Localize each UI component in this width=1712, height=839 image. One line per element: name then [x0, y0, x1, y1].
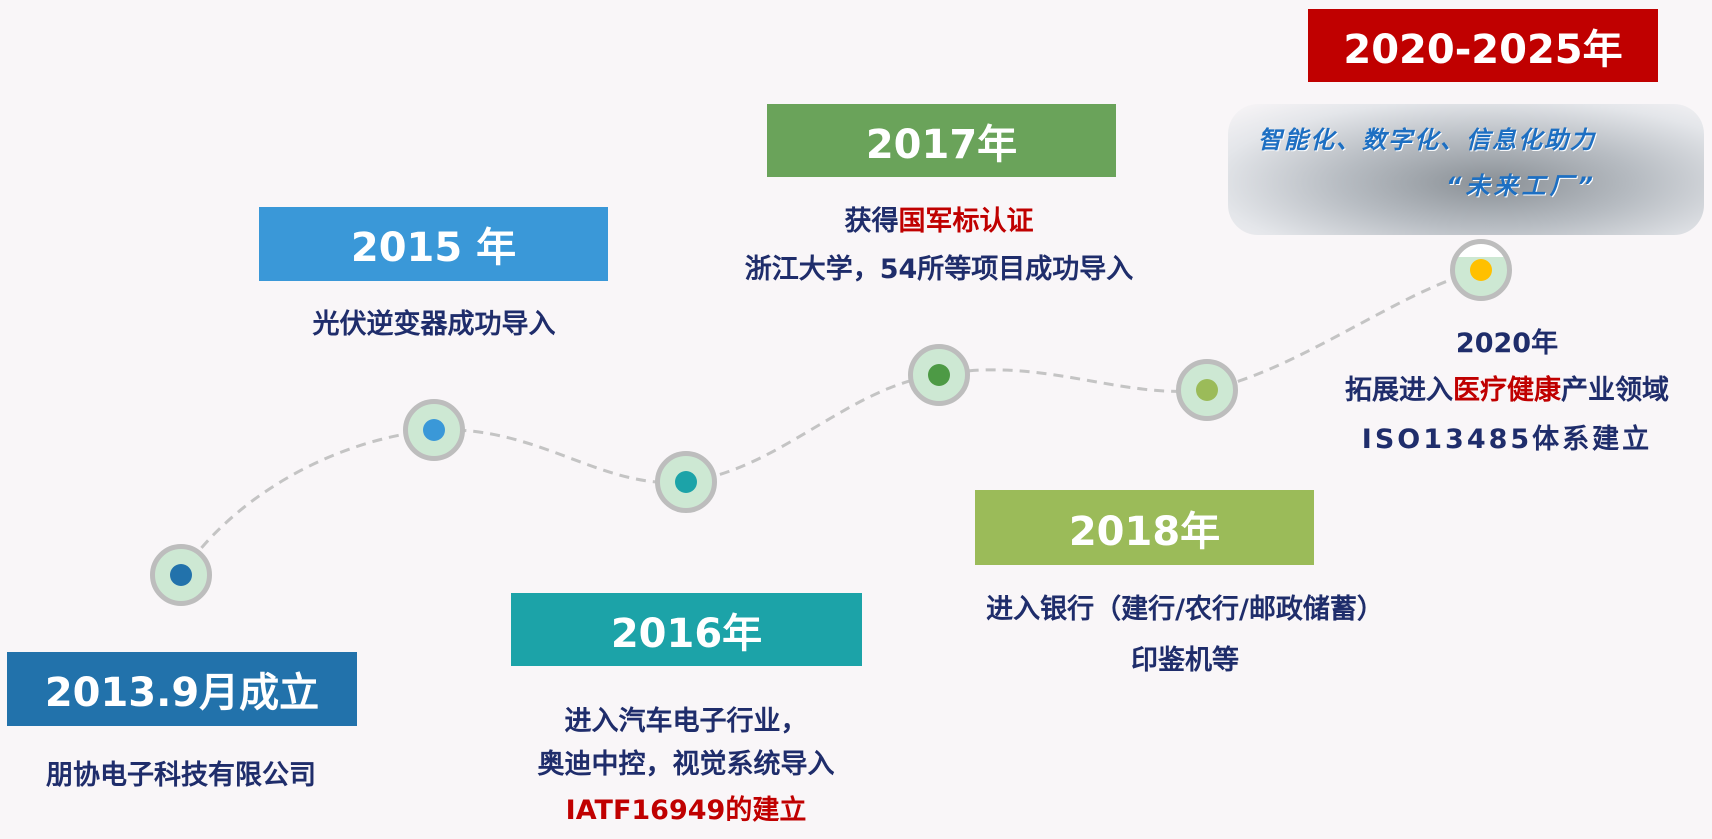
milestone-2016-highlight: IATF16949的建立 — [565, 795, 807, 826]
milestone-2018-text-2: 印鉴机等 — [1131, 645, 1239, 676]
milestone-2015-text: 光伏逆变器成功导入 — [312, 309, 556, 340]
milestone-2017-prefix: 获得 — [844, 206, 899, 237]
milestone-2013-text: 朋协电子科技有限公司 — [46, 760, 316, 791]
milestone-2020-title: 2020-2025年 — [1308, 9, 1658, 82]
milestone-2017-text-2: 浙江大学，54所等项目成功导入 — [744, 254, 1134, 285]
future-factory-image: 智能化、数字化、信息化助力 “未来工厂” — [1228, 104, 1704, 235]
milestone-2017-text-1: 获得国军标认证 — [845, 208, 1034, 235]
milestone-2020-prefix: 拓展进入 — [1345, 375, 1453, 406]
timeline-node-2015 — [403, 399, 465, 461]
milestone-2018-text-1: 进入银行（建行/农行/邮政储蓄） — [986, 594, 1384, 625]
timeline-node-2018 — [1176, 359, 1238, 421]
milestone-2016-title: 2016年 — [511, 593, 862, 666]
milestone-2020-text-1: 拓展进入医疗健康产业领域 — [1345, 377, 1669, 404]
milestone-2020-text-2: ISO13485体系建立 — [1361, 424, 1653, 455]
milestone-2016-text-2: 奥迪中控，视觉系统导入 — [537, 749, 835, 780]
milestone-2020-highlight: 医疗健康 — [1453, 375, 1561, 406]
milestone-2015-title: 2015 年 — [259, 207, 608, 281]
future-image-caption-1: 智能化、数字化、信息化助力 — [1258, 126, 1596, 154]
milestone-2020-suffix: 产业领域 — [1561, 375, 1669, 406]
milestone-2018-title: 2018年 — [975, 490, 1314, 565]
milestone-2016-text-1: 进入汽车电子行业， — [564, 706, 808, 737]
timeline-node-2017 — [908, 344, 970, 406]
future-image-caption-2: “未来工厂” — [1446, 172, 1597, 200]
timeline-node-2020 — [1450, 239, 1512, 301]
milestone-2013-title: 2013.9月成立 — [7, 652, 357, 726]
timeline-node-2013 — [150, 544, 212, 606]
milestone-2017-title: 2017年 — [767, 104, 1116, 177]
milestone-2017-highlight: 国军标认证 — [898, 206, 1034, 237]
timeline-node-2016 — [655, 451, 717, 513]
milestone-2020-subtitle: 2020年 — [1455, 328, 1559, 359]
